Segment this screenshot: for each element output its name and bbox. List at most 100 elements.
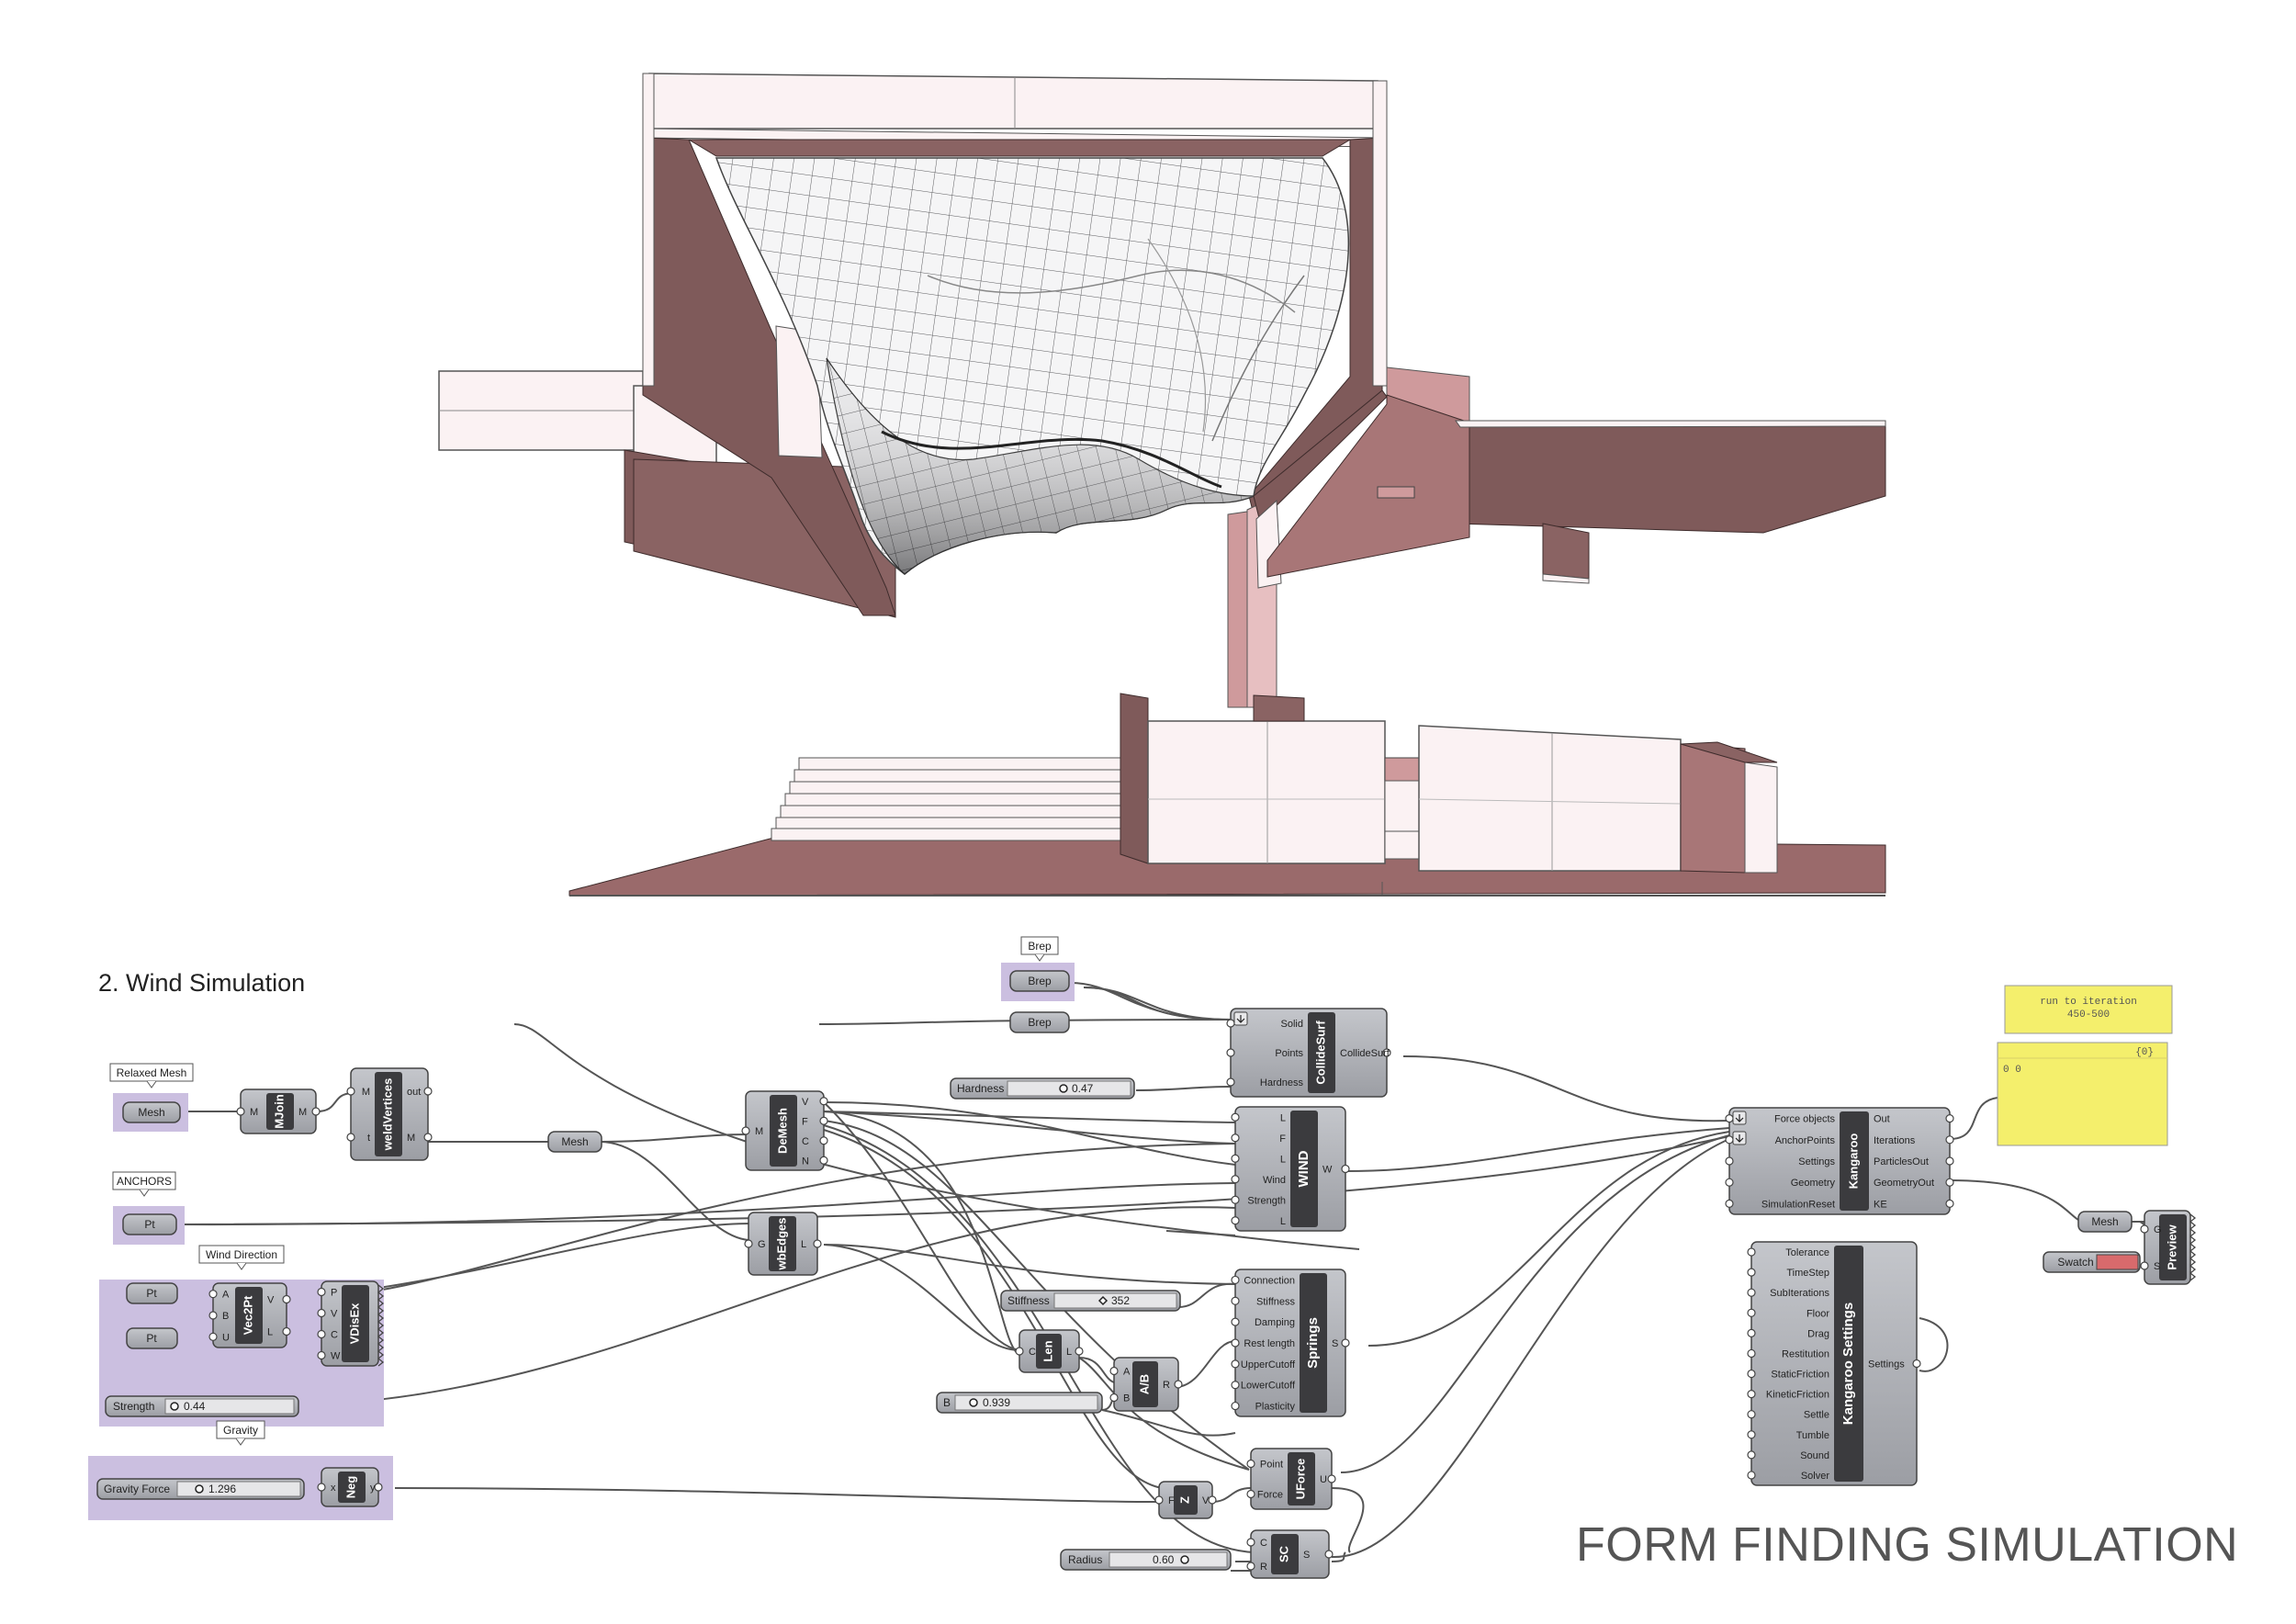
slider-stiffness[interactable]: Stiffness 352 [1000, 1290, 1181, 1312]
output-grip[interactable] [282, 1326, 291, 1336]
input-grip[interactable] [1747, 1369, 1756, 1379]
input-grip[interactable] [1747, 1390, 1756, 1399]
input-grip[interactable] [1747, 1308, 1756, 1317]
input-grip[interactable] [1246, 1489, 1255, 1499]
note-panel[interactable]: run to iteration 450-500 [2004, 985, 2173, 1034]
output-grip[interactable] [1075, 1347, 1084, 1356]
input-grip[interactable] [1231, 1175, 1240, 1184]
slider-radius[interactable]: Radius 0.60 [1060, 1549, 1232, 1571]
param-brep[interactable]: Brep [1009, 1011, 1070, 1033]
slider-hardness[interactable]: Hardness 0.47 [950, 1077, 1135, 1100]
output-grip[interactable] [311, 1107, 321, 1116]
slider-strength[interactable]: Strength 0.44 [105, 1395, 299, 1417]
input-grip[interactable] [1231, 1359, 1240, 1369]
param-mesh-out[interactable]: Mesh [2077, 1211, 2133, 1233]
input-grip[interactable] [208, 1311, 218, 1320]
output-grip[interactable] [282, 1294, 291, 1304]
slider-b[interactable]: B 0.939 [936, 1392, 1103, 1414]
input-grip[interactable] [317, 1483, 326, 1492]
input-grip[interactable] [236, 1107, 245, 1116]
input-grip[interactable] [1109, 1393, 1119, 1403]
input-grip[interactable] [1154, 1495, 1164, 1505]
input-grip[interactable] [1231, 1133, 1240, 1143]
param-anchors-pt[interactable]: Pt [122, 1213, 177, 1235]
swatch-color[interactable] [2096, 1254, 2139, 1270]
input-grip[interactable] [1231, 1381, 1240, 1390]
param-wind-pt-a[interactable]: Pt [126, 1282, 178, 1304]
input-grip[interactable] [346, 1087, 355, 1096]
output-grip[interactable] [1324, 1550, 1334, 1559]
component-collide[interactable]: CollideSurfSolidPointsHardnessCollideSur… [1226, 1008, 1391, 1098]
output-grip[interactable] [1174, 1380, 1183, 1389]
input-grip[interactable] [2140, 1224, 2149, 1234]
input-grip[interactable] [1725, 1135, 1734, 1145]
input-grip[interactable] [1725, 1156, 1734, 1166]
input-grip[interactable] [1231, 1338, 1240, 1348]
input-grip[interactable] [1231, 1112, 1240, 1122]
input-grip[interactable] [1226, 1019, 1235, 1028]
output-grip[interactable] [423, 1133, 433, 1142]
input-grip[interactable] [1747, 1430, 1756, 1439]
input-grip[interactable] [2140, 1261, 2149, 1270]
input-grip[interactable] [317, 1329, 326, 1339]
input-grip[interactable] [317, 1308, 326, 1318]
input-grip[interactable] [1231, 1401, 1240, 1411]
input-grip[interactable] [346, 1133, 355, 1142]
input-grip[interactable] [741, 1126, 750, 1135]
input-grip[interactable] [1747, 1410, 1756, 1419]
input-grip[interactable] [1747, 1328, 1756, 1337]
input-grip[interactable] [1226, 1077, 1235, 1087]
param-wind-pt-b[interactable]: Pt [126, 1327, 178, 1349]
output-grip[interactable] [1945, 1199, 1954, 1209]
output-grip[interactable] [819, 1116, 828, 1125]
input-grip[interactable] [1246, 1562, 1255, 1571]
input-grip[interactable] [1226, 1048, 1235, 1057]
swatch-param[interactable]: Swatch [2043, 1251, 2141, 1273]
input-grip[interactable] [208, 1290, 218, 1299]
input-grip[interactable] [1231, 1275, 1240, 1285]
input-grip[interactable] [1725, 1178, 1734, 1187]
input-grip[interactable] [208, 1332, 218, 1341]
output-grip[interactable] [1945, 1156, 1954, 1166]
component-settings[interactable]: Kangaroo SettingsToleranceTimeStepSubIte… [1747, 1241, 1921, 1486]
slider-gravity-force[interactable]: Gravity Force 1.296 [96, 1478, 305, 1500]
input-grip[interactable] [1246, 1538, 1255, 1547]
output-panel[interactable]: {0} 0 0 [1997, 1042, 2168, 1146]
param-mesh-mid[interactable]: Mesh [547, 1131, 602, 1153]
output-grip[interactable] [1945, 1135, 1954, 1145]
output-grip[interactable] [1327, 1474, 1336, 1483]
output-grip[interactable] [819, 1156, 828, 1165]
input-grip[interactable] [1246, 1459, 1255, 1469]
output-grip[interactable] [1208, 1495, 1217, 1505]
output-grip[interactable] [813, 1239, 822, 1248]
input-grip[interactable] [317, 1287, 326, 1297]
output-grip[interactable] [1945, 1113, 1954, 1123]
input-grip[interactable] [1747, 1288, 1756, 1297]
output-grip[interactable] [1945, 1178, 1954, 1187]
output-grip[interactable] [1912, 1359, 1921, 1369]
output-grip[interactable] [1341, 1164, 1350, 1174]
input-grip[interactable] [1231, 1195, 1240, 1204]
output-grip[interactable] [1382, 1048, 1391, 1057]
input-grip[interactable] [1747, 1268, 1756, 1277]
param-brep-grouped[interactable]: Brep [1009, 970, 1070, 992]
input-grip[interactable] [1231, 1216, 1240, 1225]
input-grip[interactable] [1747, 1471, 1756, 1480]
output-grip[interactable] [1341, 1338, 1350, 1348]
input-grip[interactable] [1109, 1366, 1119, 1376]
